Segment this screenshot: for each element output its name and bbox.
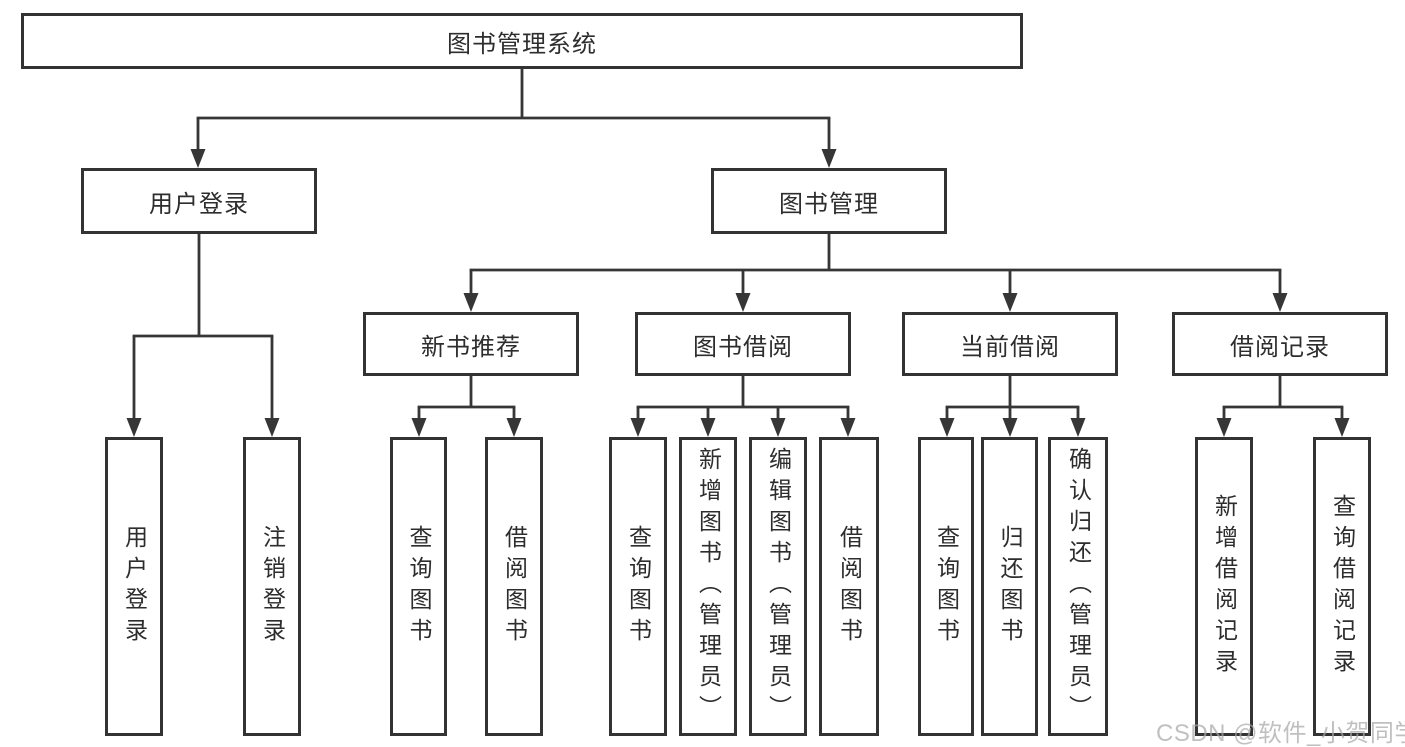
node-new-book-recommendation: 新书推荐	[363, 312, 579, 376]
node-leaf-query-books-2: 查询图书	[609, 437, 667, 736]
node-label: 确认归还（管理员）	[1065, 447, 1092, 726]
node-current-borrowing: 当前借阅	[902, 312, 1118, 376]
node-label: 借阅记录	[1230, 333, 1330, 361]
node-book-borrowing: 图书借阅	[635, 312, 851, 376]
node-user-login-branch: 用户登录	[81, 168, 317, 234]
node-leaf-query-books-3: 查询图书	[918, 437, 974, 736]
node-leaf-user-login: 用户登录	[105, 437, 163, 736]
node-label: 查询图书	[933, 524, 960, 649]
node-label: 借阅图书	[836, 524, 863, 649]
node-label: 当前借阅	[960, 333, 1060, 361]
node-library-management-system: 图书管理系统	[21, 13, 1023, 69]
node-borrowing-records: 借阅记录	[1172, 312, 1388, 376]
node-leaf-add-borrow-record: 新增借阅记录	[1195, 437, 1253, 736]
node-label: 图书管理	[779, 190, 879, 218]
node-leaf-edit-books-admin: 编辑图书（管理员）	[749, 437, 807, 736]
node-book-management-branch: 图书管理	[711, 168, 947, 234]
node-label: 图书管理系统	[447, 30, 597, 58]
node-leaf-borrow-books-2: 借阅图书	[819, 437, 879, 736]
node-leaf-borrow-books-1: 借阅图书	[485, 437, 543, 736]
node-leaf-logout: 注销登录	[243, 437, 301, 736]
node-label: 注销登录	[259, 524, 286, 649]
node-label: 归还图书	[997, 524, 1023, 649]
node-label: 查询图书	[406, 524, 432, 649]
node-label: 借阅图书	[501, 524, 528, 649]
watermark: CSDN @软件_小贺同学	[1156, 720, 1405, 747]
node-label: 查询借阅记录	[1329, 493, 1356, 680]
node-label: 用户登录	[121, 524, 148, 649]
node-label: 新书推荐	[421, 333, 521, 361]
node-label: 编辑图书（管理员）	[765, 447, 792, 726]
node-label: 新增借阅记录	[1211, 493, 1238, 680]
node-leaf-add-books-admin: 新增图书（管理员）	[679, 437, 737, 736]
node-leaf-return-books: 归还图书	[981, 437, 1038, 736]
node-label: 图书借阅	[693, 333, 793, 361]
node-leaf-query-books-1: 查询图书	[390, 437, 447, 736]
node-label: 用户登录	[149, 190, 249, 218]
node-label: 新增图书（管理员）	[695, 447, 722, 726]
node-label: 查询图书	[625, 524, 652, 649]
node-leaf-query-borrow-record: 查询借阅记录	[1313, 437, 1371, 736]
node-leaf-confirm-return-admin: 确认归还（管理员）	[1048, 437, 1108, 736]
